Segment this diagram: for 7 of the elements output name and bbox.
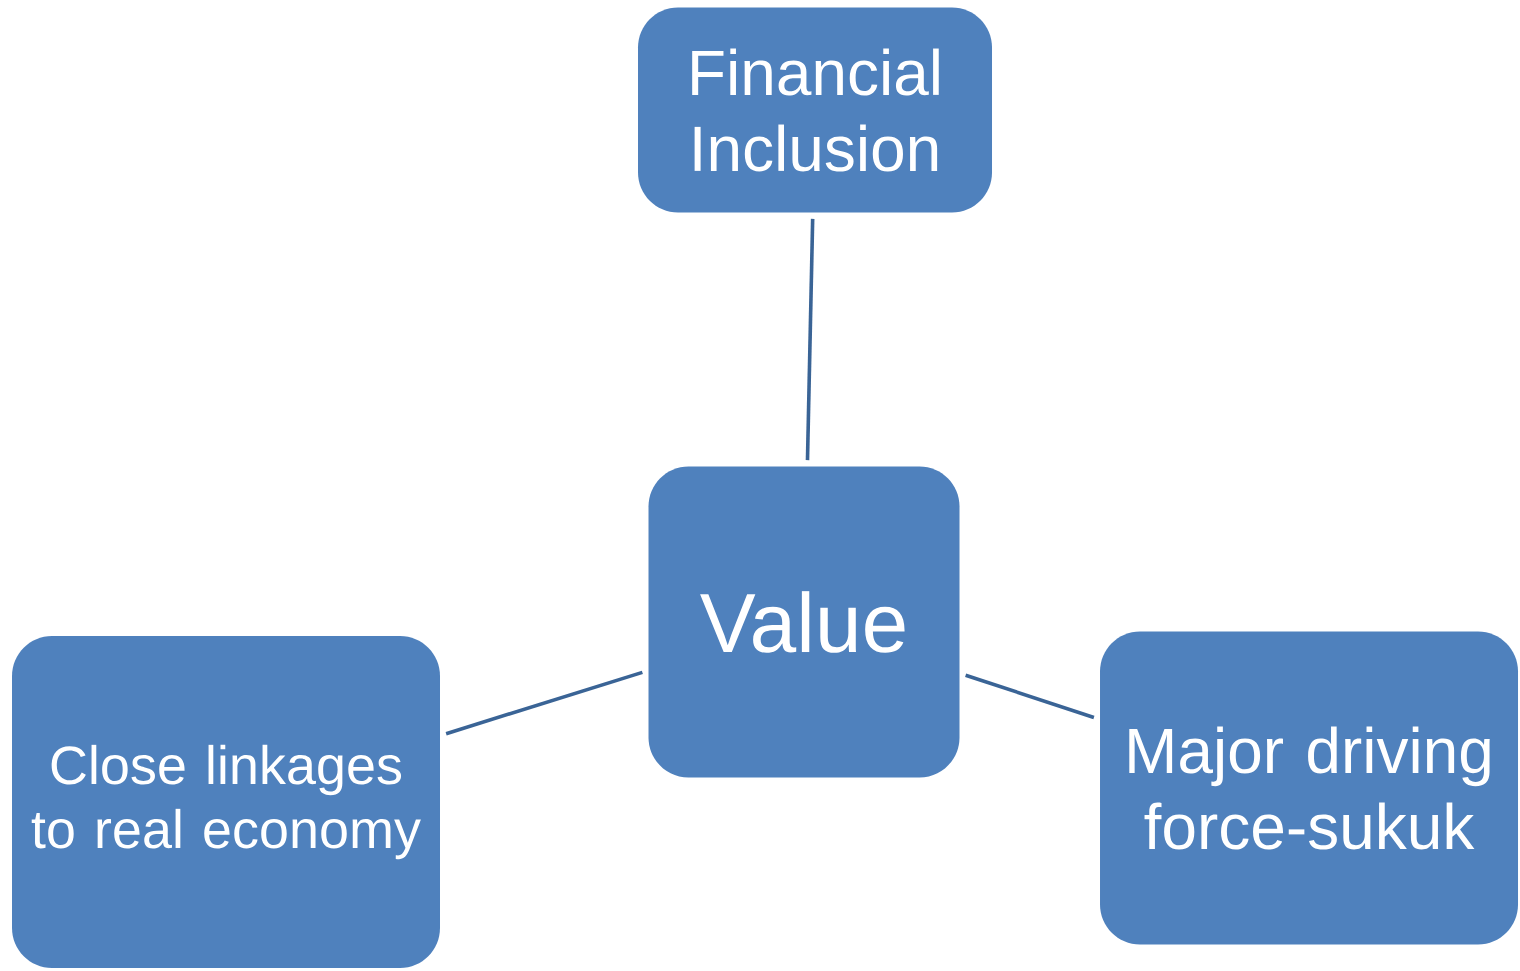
process-box: Value xyxy=(648,466,960,778)
process-box: Major driving force-sukuk xyxy=(1100,631,1518,945)
process-box: Financial Inclusion xyxy=(638,7,992,213)
process-box: Close linkages to real economy xyxy=(12,636,440,968)
connector-line xyxy=(965,673,1095,720)
connector-line xyxy=(805,218,815,461)
connector-line xyxy=(445,670,643,736)
